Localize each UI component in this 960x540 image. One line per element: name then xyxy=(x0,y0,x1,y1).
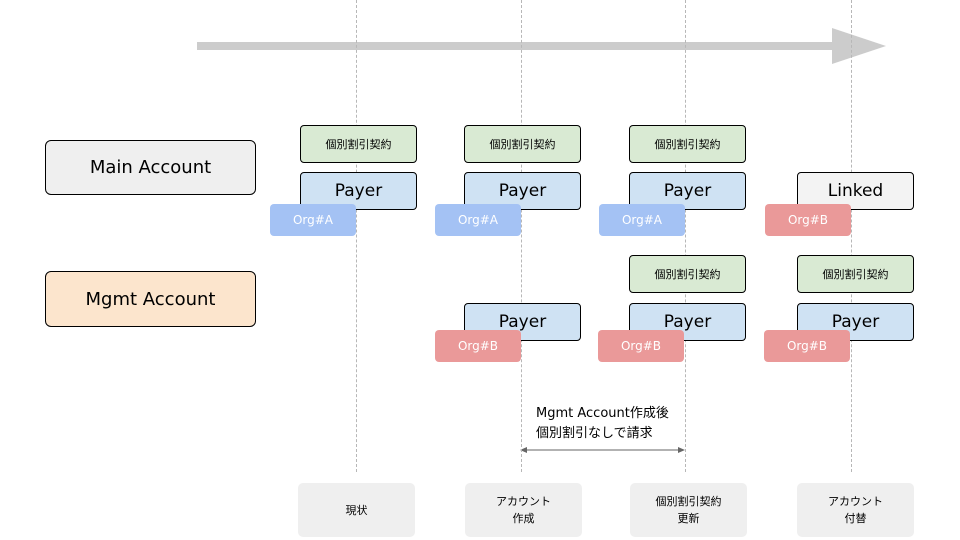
payer-box-main-stage1: Payer xyxy=(300,172,417,210)
org-b-badge-mgmt-stage3: Org#B xyxy=(598,330,684,362)
timeline-arrow-head xyxy=(832,28,886,64)
contract-box-main-stage1: 個別割引契約 xyxy=(300,125,417,163)
stage-label-contract-renewal: 個別割引契約 更新 xyxy=(630,483,747,537)
stage-line-3 xyxy=(685,0,686,472)
org-a-badge-stage1: Org#A xyxy=(270,204,356,236)
stage-line-1 xyxy=(356,0,357,472)
billing-note-line2: 個別割引なしで請求 xyxy=(536,426,653,441)
stage-label-contract-renewal-line2: 更新 xyxy=(677,512,700,525)
org-b-badge-mgmt-stage2: Org#B xyxy=(435,330,521,362)
stage-line-2 xyxy=(521,0,522,472)
billing-note: Mgmt Account作成後 個別割引なしで請求 xyxy=(536,404,669,444)
payer-box-mgmt-stage4: Payer xyxy=(797,303,914,341)
payer-box-main-stage3: Payer xyxy=(629,172,746,210)
stage-label-contract-renewal-line1: 個別割引契約 xyxy=(655,495,722,508)
stage-label-account-reassign-line2: 付替 xyxy=(844,512,867,525)
stage-label-account-create: アカウント 作成 xyxy=(465,483,582,537)
stage-label-account-create-line2: 作成 xyxy=(512,512,535,525)
org-b-badge-main-stage4: Org#B xyxy=(765,204,851,236)
stage-label-account-reassign-line1: アカウント xyxy=(828,495,883,508)
stage-label-current-line1: 現状 xyxy=(345,503,368,517)
span-arrow-right-head xyxy=(678,447,685,453)
contract-box-mgmt-stage4: 個別割引契約 xyxy=(797,255,914,293)
contract-box-main-stage3: 個別割引契約 xyxy=(629,125,746,163)
billing-note-line1: Mgmt Account作成後 xyxy=(536,406,669,421)
org-b-badge-mgmt-stage4: Org#B xyxy=(764,330,850,362)
stage-label-account-create-line1: アカウント xyxy=(496,495,551,508)
contract-box-main-stage2: 個別割引契約 xyxy=(464,125,581,163)
payer-box-mgmt-stage3: Payer xyxy=(629,303,746,341)
main-account-label: Main Account xyxy=(45,140,256,195)
stage-line-4 xyxy=(851,0,852,472)
org-a-badge-stage3: Org#A xyxy=(599,204,685,236)
payer-box-main-stage2: Payer xyxy=(464,172,581,210)
stage-label-current: 現状 xyxy=(298,483,415,537)
linked-box-main-stage4: Linked xyxy=(797,172,914,210)
stage-label-account-reassign: アカウント 付替 xyxy=(797,483,914,537)
mgmt-account-label: Mgmt Account xyxy=(45,271,256,327)
contract-box-mgmt-stage3: 個別割引契約 xyxy=(629,255,746,293)
org-a-badge-stage2: Org#A xyxy=(435,204,521,236)
